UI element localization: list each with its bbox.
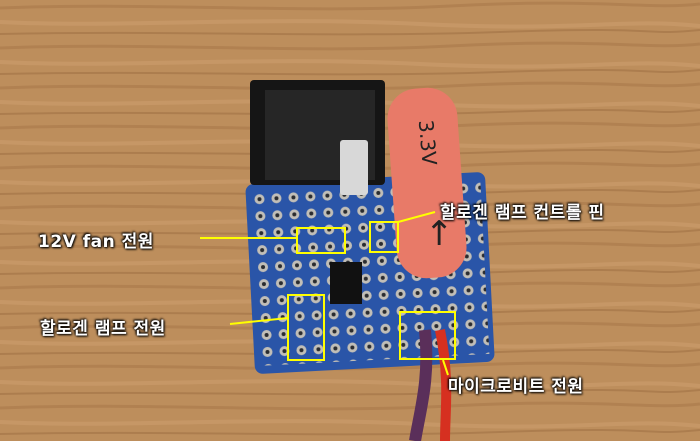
arrow-marking: ↑	[425, 214, 454, 254]
voltage-regulator-sleeve: 3.3V ↑	[387, 87, 467, 279]
svg-text:3.3V: 3.3V	[414, 119, 442, 167]
fan-power-box	[296, 227, 346, 254]
lamp-control-pin-box	[369, 221, 399, 253]
microbit-power-box	[399, 311, 456, 360]
chip	[330, 262, 362, 304]
lamp-power-label: 할로겐 램프 전원	[40, 319, 166, 339]
lamp-control-pin-label: 할로겐 램프 컨트롤 핀	[440, 203, 605, 223]
fan-power-label: 12V fan 전원	[38, 232, 154, 252]
power-cable	[409, 329, 452, 441]
annotation-boxes	[287, 221, 456, 361]
microbit-power-label: 마이크로비트 전원	[448, 377, 584, 397]
dc-barrel-jack	[250, 80, 385, 195]
annotation-leader-lines	[200, 211, 449, 376]
lamp-power-box	[287, 294, 325, 361]
